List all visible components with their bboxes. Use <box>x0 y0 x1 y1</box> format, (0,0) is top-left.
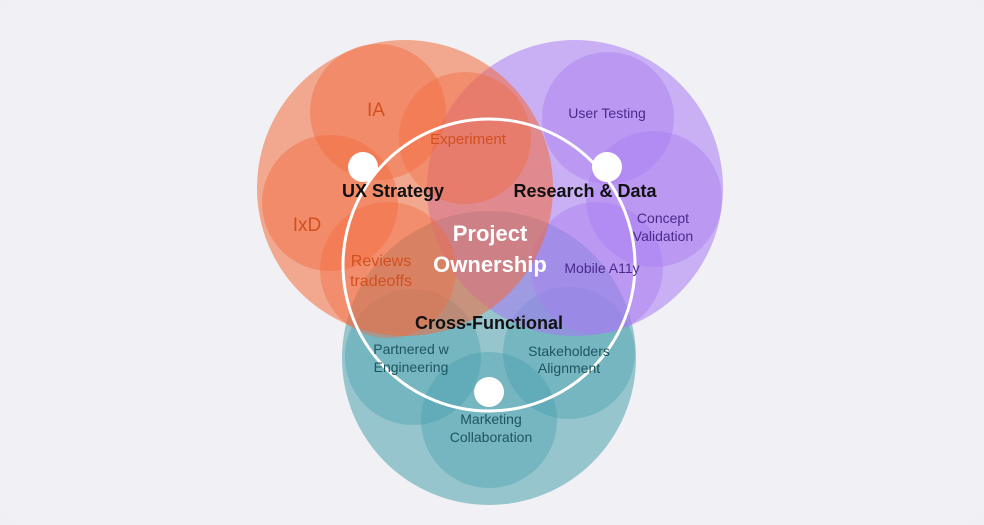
research-node <box>592 152 622 182</box>
cross-item-alignment: Alignment <box>538 360 600 376</box>
research-sub-circle-top <box>542 52 674 184</box>
research-item-user-testing: User Testing <box>568 105 646 121</box>
ux-sub-circle-center <box>399 72 531 204</box>
cross-item-engineering: Engineering <box>374 359 449 375</box>
ux-strategy-label: UX Strategy <box>342 181 444 201</box>
research-item-concept: Concept <box>637 210 689 226</box>
ux-main-circle <box>257 40 553 336</box>
cross-node <box>474 377 504 407</box>
cross-item-stakeholders: Stakeholders <box>528 343 610 359</box>
ux-item-tradeoffs: tradeoffs <box>350 273 412 290</box>
center-title-line2: Ownership <box>433 252 547 277</box>
cross-item-marketing: Marketing <box>460 411 521 427</box>
ux-node <box>348 152 378 182</box>
cross-item-collaboration: Collaboration <box>450 429 533 445</box>
cross-item-partnered: Partnered w <box>373 341 449 357</box>
ux-sub-circle-bottom <box>320 202 456 338</box>
cross-functional-label: Cross-Functional <box>415 313 563 333</box>
cross-sub-circle-bottom <box>421 352 557 488</box>
ux-item-experiment: Experiment <box>430 131 507 148</box>
ux-sub-circle-top <box>310 44 446 180</box>
research-item-mobile-a11y: Mobile A11y <box>564 260 639 276</box>
center-title-line1: Project <box>453 221 528 246</box>
ux-item-ixd: IxD <box>293 215 322 236</box>
research-item-validation: Validation <box>633 228 693 244</box>
ux-item-reviews: Reviews <box>351 253 411 270</box>
ownership-ring <box>341 117 637 413</box>
ux-item-ia: IA <box>367 100 385 121</box>
research-data-label: Research & Data <box>513 181 657 201</box>
